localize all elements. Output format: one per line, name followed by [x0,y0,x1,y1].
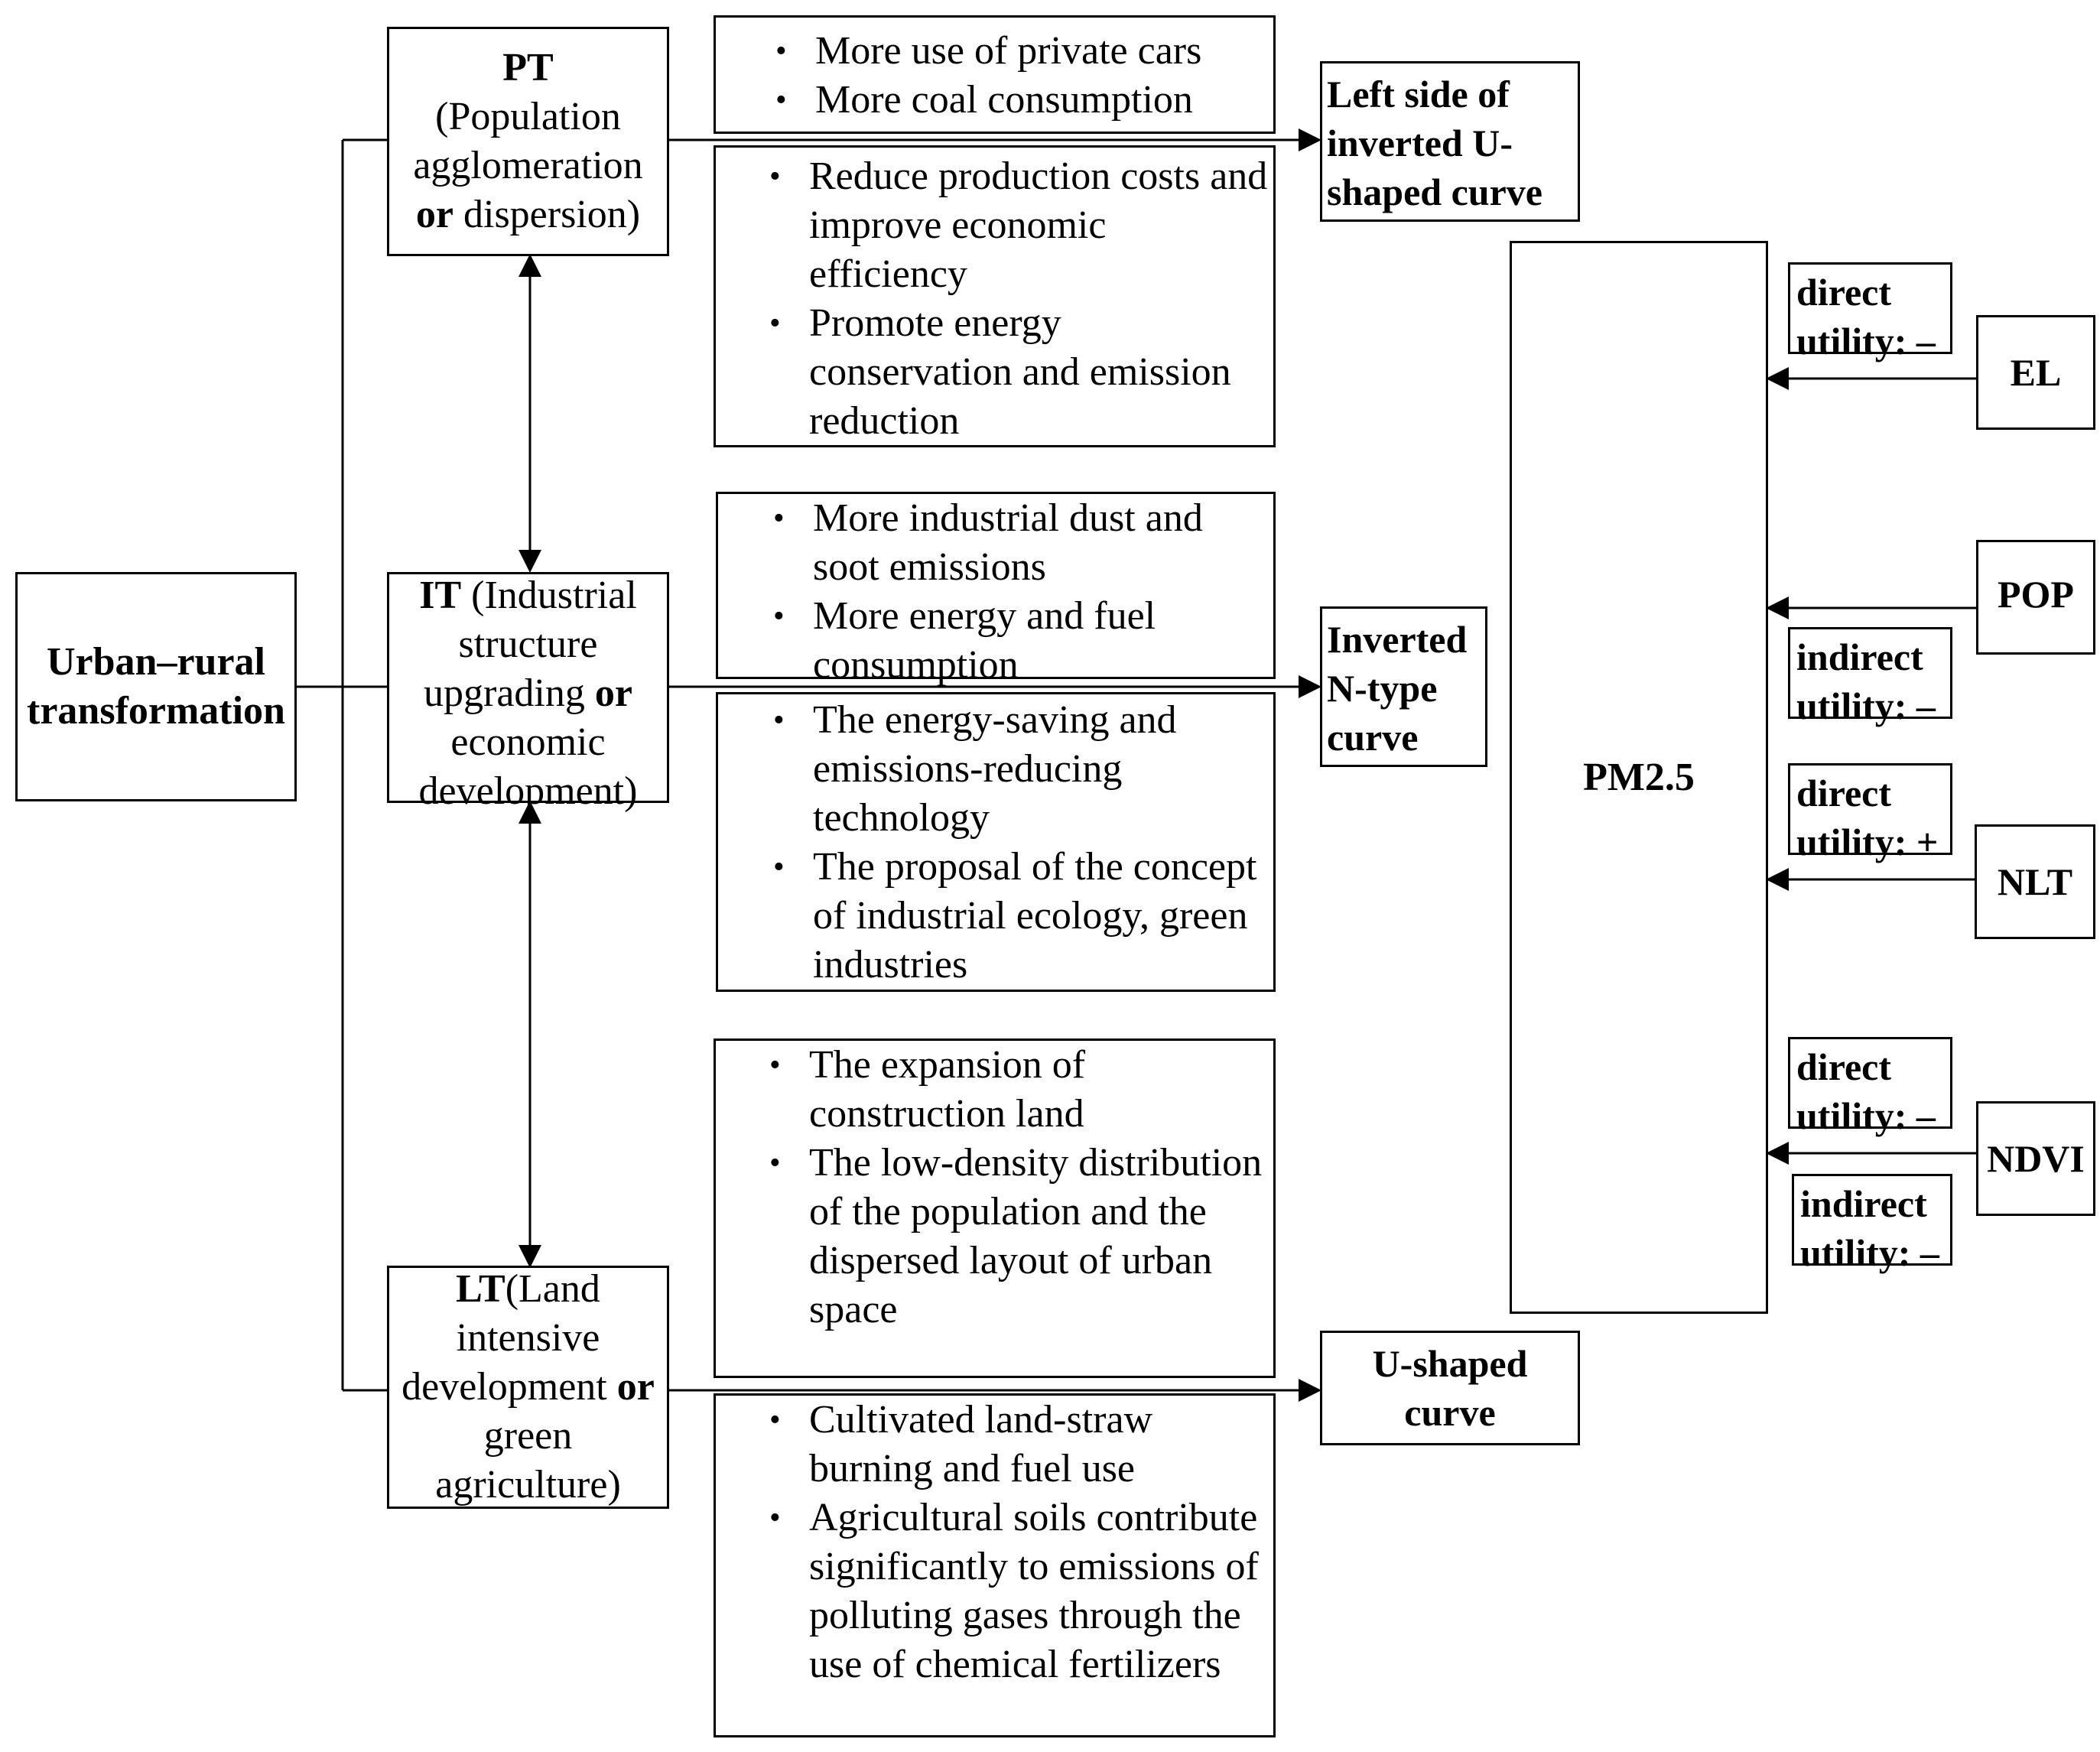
bullet-item: Promote energy conservation and emission… [769,299,1270,446]
pt-outcome-label: Left side of inverted U-shaped curve [1327,73,1542,213]
pt-conj: or [415,193,453,236]
pt-up-bullets-box: More use of private carsMore coal consum… [714,15,1276,134]
pt-up-bullet-list: More use of private carsMore coal consum… [775,27,1266,125]
lt-abbr: LT [456,1267,505,1311]
bullet-item: The energy-saving and emissions-reducing… [773,696,1270,843]
it-conj: or [594,671,632,715]
pt-desc-a: (Population agglomeration [413,95,643,187]
lt-outcome-box: U-shaped curve [1320,1331,1580,1445]
nlt-label: NLT [1997,860,2073,903]
pm25-box: PM2.5 [1510,241,1768,1314]
it-abbr: IT [419,574,462,617]
bullet-item: The expansion of construction land [769,1041,1270,1139]
pt-outcome-box: Left side of inverted U-shaped curve [1320,61,1580,222]
bullet-item: Agricultural soils contribute significan… [769,1494,1270,1689]
el-label: EL [2010,351,2062,394]
bullet-item: More coal consumption [775,76,1266,125]
it-outcome-box: Inverted N-type curve [1320,606,1487,767]
el-box: EL [1976,315,2095,430]
lt-desc-a: (Land intensive development [401,1267,617,1409]
pt-box: PT (Population agglomeration or dispersi… [387,27,669,256]
lt-box: LT(Land intensive development or green a… [387,1266,669,1509]
pop-box: POP [1976,540,2095,655]
pt-down-bullets-box: Reduce production costs and improve econ… [714,145,1276,447]
it-down-bullet-list: The energy-saving and emissions-reducing… [773,696,1270,990]
ndvi-utility-text-2: indirect utility: – [1800,1182,1939,1274]
pt-down-bullet-list: Reduce production costs and improve econ… [769,152,1270,446]
lt-down-bullets-box: Cultivated land-straw burning and fuel u… [714,1393,1276,1737]
ndvi-utility-label-1: direct utility: – [1788,1037,1952,1137]
bullet-item: The proposal of the concept of industria… [773,843,1270,990]
lt-desc-b: green agriculture) [435,1414,621,1507]
it-box: IT (Industrial structure upgrading or ec… [387,572,669,813]
bullet-item: More use of private cars [775,27,1266,76]
bullet-item: Cultivated land-straw burning and fuel u… [769,1396,1270,1494]
bullet-item: More energy and fuel consumption [773,592,1270,690]
ndvi-utility-label-2: indirect utility: – [1792,1174,1952,1274]
lt-conj: or [616,1365,655,1409]
bullet-item: Reduce production costs and improve econ… [769,152,1270,299]
it-up-bullets-box: More industrial dust and soot emissionsM… [716,492,1276,687]
bullet-item: More industrial dust and soot emissions [773,494,1270,592]
urban-rural-transformation-box: Urban–rural transformation [15,572,297,801]
lt-outcome-label: U-shaped curve [1372,1342,1528,1434]
lt-up-bullets-box: The expansion of construction landThe lo… [714,1039,1276,1378]
it-desc-b: economic development) [418,720,638,813]
it-up-bullet-list: More industrial dust and soot emissionsM… [773,494,1270,690]
nlt-utility-label: direct utility: + [1788,763,1952,863]
lt-down-bullet-list: Cultivated land-straw burning and fuel u… [769,1396,1270,1689]
it-outcome-label: Inverted N-type curve [1327,618,1468,759]
ndvi-utility-text-1: direct utility: – [1796,1045,1936,1137]
el-utility-text: direct utility: – [1796,271,1936,362]
pt-abbr: PT [502,46,554,89]
lt-up-bullet-list: The expansion of construction landThe lo… [769,1041,1270,1334]
it-down-bullets-box: The energy-saving and emissions-reducing… [716,692,1276,992]
el-utility-label: direct utility: – [1788,262,1952,362]
ndvi-box: NDVI [1976,1101,2095,1216]
nlt-box: NLT [1975,824,2095,939]
bullet-item: The low-density distribution of the popu… [769,1139,1270,1334]
nlt-utility-text: direct utility: + [1796,772,1939,863]
pop-utility-text: indirect utility: – [1796,635,1936,727]
pop-label: POP [1998,573,2074,616]
urban-rural-transformation-label: Urban–rural transformation [27,640,285,733]
it-desc-a: (Industrial structure upgrading [424,574,637,715]
pm25-label: PM2.5 [1583,755,1695,799]
pt-desc-b: dispersion) [453,193,641,236]
ndvi-label: NDVI [1987,1137,2085,1180]
pop-utility-label: indirect utility: – [1788,627,1952,727]
